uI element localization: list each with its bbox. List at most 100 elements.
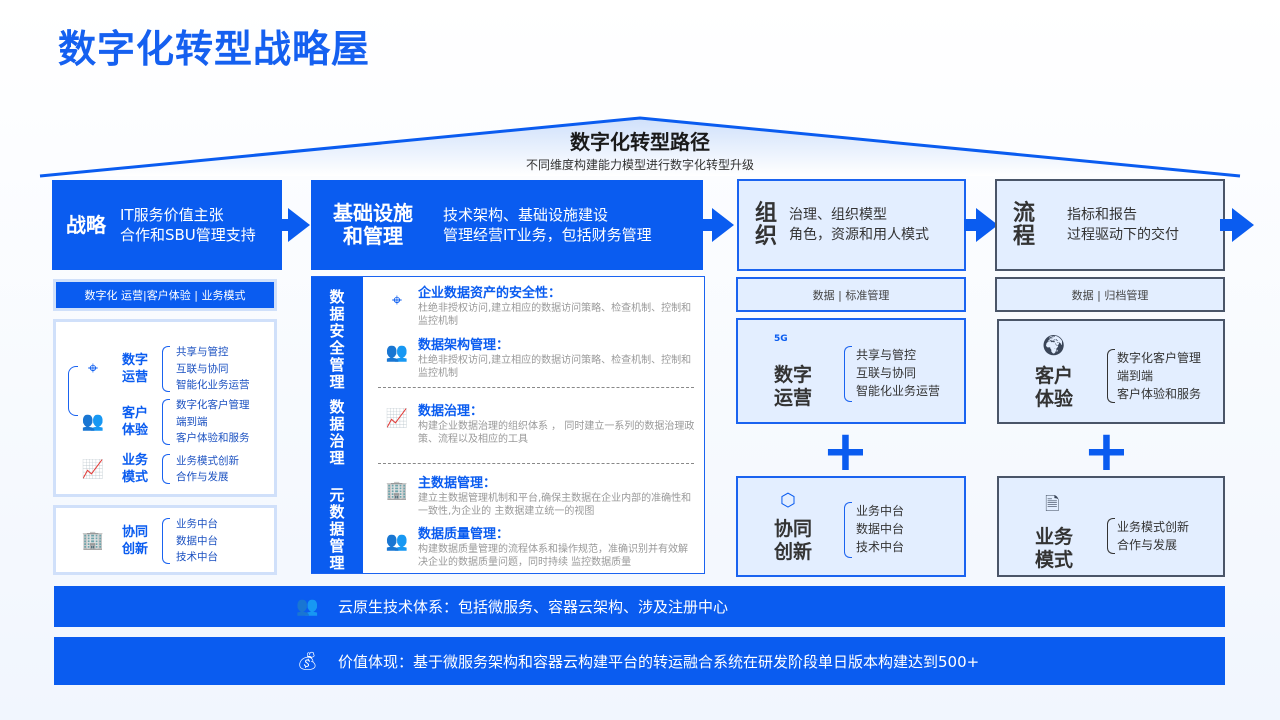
section-title: 企业数据资产的安全性： <box>418 286 562 301</box>
group-item: 智能化业务运营 <box>176 379 250 391</box>
box-label: 协同创新 <box>774 518 813 563</box>
5g-icon: 5G <box>774 334 788 344</box>
divider <box>378 463 694 464</box>
box-item: 数字化客户管理 <box>1117 351 1202 365</box>
section-title: 数据质量管理： <box>418 527 510 542</box>
group-label: 业务模式 <box>122 453 149 485</box>
chart-monitor-icon: 📈 <box>385 408 409 429</box>
pillar-strategy: 战略 IT服务价值主张合作和SBU管理支持 <box>52 180 282 270</box>
document-icon: 🗎 <box>1045 494 1060 515</box>
divider <box>378 387 694 388</box>
section-title: 主数据管理： <box>418 476 497 491</box>
target-icon: ⌖ <box>391 290 403 311</box>
infra-side-bar: 数据安全管理 数据治理 元数据管理 <box>311 277 363 573</box>
brace <box>162 398 170 445</box>
globe-icon: 🌍︎ <box>1041 333 1067 357</box>
pillar-desc: 指标和报告 <box>1067 207 1137 223</box>
plus-icon: + <box>1083 419 1130 484</box>
org-bottom-box: ⬡ 协同创新 业务中台数据中台技术中台 <box>736 476 966 577</box>
group-item: 合作与发展 <box>176 471 229 483</box>
group-item: 数字化客户管理 <box>176 399 250 411</box>
users-icon: 👥 <box>385 531 409 552</box>
pillar-desc: 治理、组织模型 <box>789 207 887 223</box>
pillar-desc: 管理经营IT业务，包括财务管理 <box>443 226 652 244</box>
group-label: 数字运营 <box>122 352 149 385</box>
pillar-process: 流程 指标和报告过程驱动下的交付 <box>995 179 1225 271</box>
side-label: 数据治理 <box>329 398 345 467</box>
org-banner: 数据 | 标准管理 <box>736 277 966 312</box>
box-label: 业务模式 <box>1035 526 1074 571</box>
group-item: 技术中台 <box>176 551 218 563</box>
group-item: 互联与协同 <box>176 362 229 375</box>
group-item: 业务模式创新 <box>176 454 239 467</box>
value-bar: 💰︎ 价值体现：基于微服务架构和容器云构建平台的转运融合系统在研发阶段单日版本构… <box>54 637 1225 685</box>
pillar-desc: 角色，资源和用人模式 <box>789 227 929 243</box>
people-icon: 👥 <box>296 596 319 617</box>
group-label: 协同创新 <box>122 524 149 557</box>
process-top-box: 🌍︎ 客户体验 数字化客户管理端到端客户体验和服务 <box>997 319 1225 424</box>
building-icon: 🏢 <box>385 480 409 501</box>
building-icon: 🏢 <box>81 530 105 552</box>
brace <box>1107 349 1115 403</box>
box-item: 客户体验和服务 <box>1117 387 1202 401</box>
process-banner: 数据 | 归档管理 <box>995 277 1225 312</box>
box-item: 技术中台 <box>856 540 905 554</box>
section-text: 构建数据质量管理的流程体系和操作规范，准确识别并有效解决企业的数据质量问题，同时… <box>418 544 688 568</box>
box-item: 业务中台 <box>856 504 905 518</box>
group-item: 端到端 <box>176 415 208 428</box>
section-text: 建立主数据管理机制和平台,确保主数据在企业内部的准确性和一致性,为企业的 主数据… <box>418 493 692 517</box>
value-text: 价值体现：基于微服务架构和容器云构建平台的转运融合系统在研发阶段单日版本构建达到… <box>338 652 980 671</box>
users-icon: 👥 <box>81 411 105 433</box>
pillar-key: 战略 <box>66 212 106 237</box>
box-item: 业务模式创新 <box>1117 520 1190 534</box>
arrow-right-icon <box>964 208 998 242</box>
infra-panel <box>311 276 705 574</box>
cloud-native-text: 云原生技术体系：包括微服务、容器云架构、涉及注册中心 <box>338 598 729 616</box>
target-icon: ⌖ <box>87 358 99 380</box>
section-title: 数据架构管理： <box>418 338 510 353</box>
pillar-key: 基础设施和管理 <box>333 201 413 248</box>
box-item: 共享与管控 <box>856 348 917 362</box>
pillar-desc: IT服务价值主张 <box>120 206 224 224</box>
pillar-desc: 技术架构、基础设施建设 <box>443 206 609 224</box>
chart-monitor-icon: 📈 <box>81 458 105 480</box>
section-text: 杜绝非授权访问,建立相应的数据访问策略、检查机制、控制和监控机制 <box>418 303 692 327</box>
roof <box>39 116 1241 178</box>
strategy-banner: 数字化 运营|客户体验 | 业务模式 <box>53 279 277 311</box>
group-item: 数据中台 <box>176 534 218 547</box>
pillar-key: 流程 <box>1012 201 1035 249</box>
arrow-right-icon <box>276 208 310 242</box>
group-item: 业务中台 <box>176 518 218 530</box>
box-item: 互联与协同 <box>856 366 917 380</box>
brace <box>162 517 170 564</box>
pillar-desc: 合作和SBU管理支持 <box>120 226 256 244</box>
box-item: 智能化业务运营 <box>856 384 941 398</box>
box-item: 端到端 <box>1117 369 1154 383</box>
brace <box>844 346 852 402</box>
box-label: 数字运营 <box>774 364 813 409</box>
roof-subtitle: 不同维度构建能力模型进行数字化转型升级 <box>525 158 754 172</box>
arrow-right-icon <box>700 208 734 242</box>
cloud-native-bar: 👥 云原生技术体系：包括微服务、容器云架构、涉及注册中心 <box>54 586 1225 627</box>
plus-icon: + <box>822 419 869 484</box>
section-title: 数据治理： <box>418 404 484 419</box>
group-label: 客户体验 <box>122 405 149 438</box>
pillar-key: 组织 <box>754 201 777 249</box>
pillar-organization: 组织 治理、组织模型角色，资源和用人模式 <box>737 179 966 271</box>
box-item: 数据中台 <box>856 522 905 536</box>
brace <box>844 502 852 558</box>
group-item: 客户体验和服务 <box>176 432 250 444</box>
box-label: 客户体验 <box>1035 365 1074 410</box>
cube-icon: ⬡ <box>780 490 796 511</box>
box-item: 合作与发展 <box>1117 538 1178 552</box>
group-item: 共享与管控 <box>176 346 229 358</box>
process-bottom-box: 🗎 业务模式 业务模式创新合作与发展 <box>997 476 1225 577</box>
pillar-desc: 过程驱动下的交付 <box>1067 227 1179 243</box>
roof-title: 数字化转型路径 <box>570 130 710 154</box>
org-top-box: 5G 数字运营 共享与管控互联与协同智能化业务运营 <box>736 318 966 424</box>
brace <box>162 454 170 484</box>
page-title: 数字化转型战略屋 <box>58 27 371 71</box>
pillar-infrastructure: 基础设施和管理 技术架构、基础设施建设管理经营IT业务，包括财务管理 <box>311 180 703 270</box>
strategy-panel: ⌖ 数字运营 共享与管控互联与协同智能化业务运营 👥 客户体验 数字化客户管理端到端客户… <box>53 319 277 497</box>
money-stack-icon: 💰︎ <box>296 650 319 672</box>
